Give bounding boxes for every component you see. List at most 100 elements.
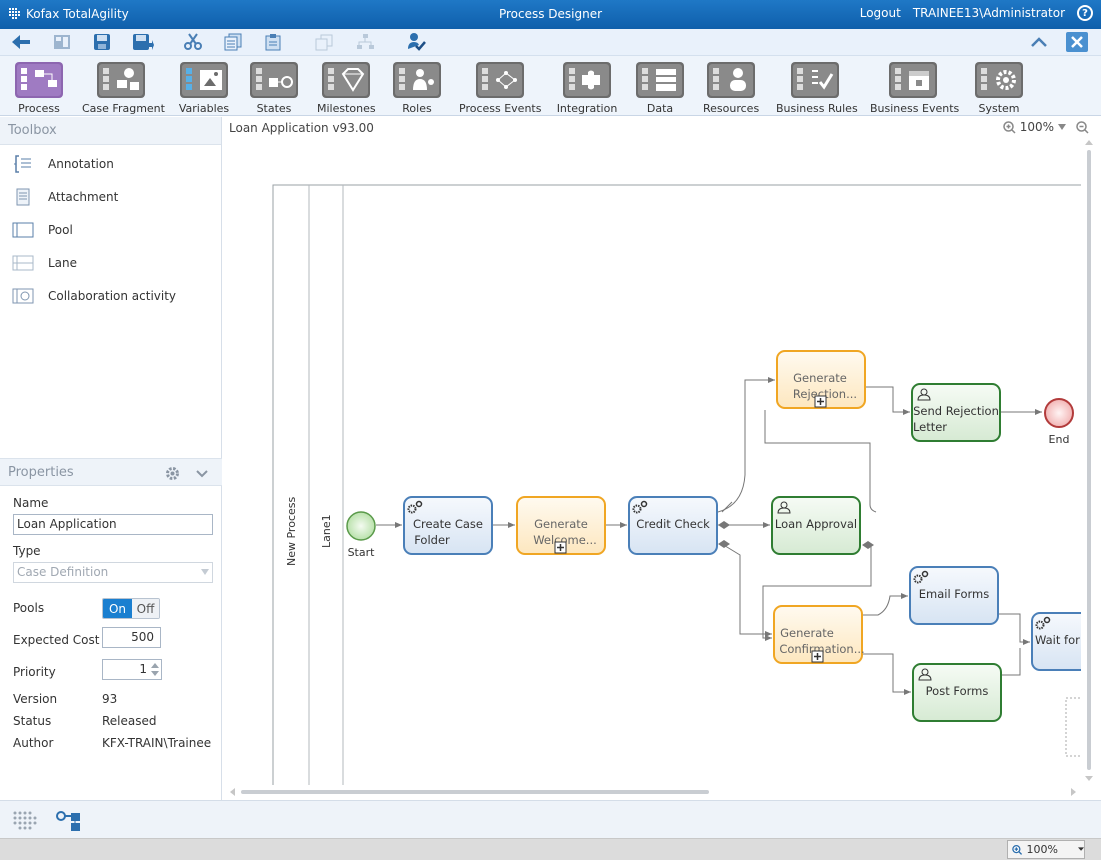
ribbon-label: Variables xyxy=(178,102,230,115)
node-label: Rejection... xyxy=(793,387,857,401)
ribbon-case-fragment[interactable]: Case Fragment xyxy=(82,62,165,115)
ribbon-integration[interactable]: Integration xyxy=(556,62,618,115)
type-select: Case Definition xyxy=(13,562,213,583)
node-label: Wait for xyxy=(1035,633,1080,647)
activity-credit-check[interactable]: Credit Check xyxy=(628,496,718,555)
toolbox-header: Toolbox xyxy=(0,117,221,145)
toolbox-item-label: Collaboration activity xyxy=(48,288,177,303)
lane-icon xyxy=(12,254,34,272)
ribbon-process-events[interactable]: Process Events xyxy=(459,62,541,115)
quick-toolbar xyxy=(0,29,1101,56)
zoom-out-icon[interactable] xyxy=(1076,120,1089,134)
lane-label: Lane1 xyxy=(320,514,333,548)
toolbox-item-attachment[interactable]: Attachment xyxy=(0,180,221,213)
activity-create-case-folder[interactable]: Create Case Folder xyxy=(403,496,493,555)
start-event[interactable]: Start xyxy=(346,511,376,559)
pools-label: Pools xyxy=(13,601,45,615)
pools-off[interactable]: Off xyxy=(131,599,159,618)
toolbox-item-label: Lane xyxy=(48,255,78,270)
dropdown-arrow-icon xyxy=(201,569,209,575)
ribbon-label: Process xyxy=(18,102,60,115)
status-bar: 100% xyxy=(0,838,1101,860)
logout-link[interactable]: Logout xyxy=(859,6,901,20)
gears-icon xyxy=(407,500,423,514)
cut-icon[interactable] xyxy=(182,32,204,52)
pools-on[interactable]: On xyxy=(103,599,132,618)
close-icon[interactable] xyxy=(1066,32,1088,52)
end-event[interactable]: End xyxy=(1044,398,1074,446)
activity-email-forms[interactable]: Email Forms xyxy=(909,566,999,625)
copy-icon[interactable] xyxy=(222,32,244,52)
node-label: Welcome... xyxy=(533,533,597,547)
activity-loan-approval[interactable]: Loan Approval xyxy=(771,496,861,555)
gears-icon xyxy=(632,500,648,514)
node-label: Generate xyxy=(780,626,834,640)
back-arrow-icon[interactable] xyxy=(10,32,32,52)
save-as-icon[interactable] xyxy=(132,32,154,52)
current-user: TRAINEE13\Administrator xyxy=(912,6,1065,20)
title-bar: Kofax TotalAgility Process Designer Logo… xyxy=(0,0,1101,29)
check-in-icon[interactable] xyxy=(405,32,427,52)
chevron-down-icon[interactable] xyxy=(195,469,209,479)
gears-icon xyxy=(1035,616,1051,630)
spin-arrows-icon[interactable] xyxy=(151,662,159,677)
process-canvas[interactable]: Loan Application v93.00 100% New Process xyxy=(223,117,1101,800)
horizontal-scrollbar[interactable] xyxy=(229,786,1079,796)
activity-generate-confirmation[interactable]: Generate Confirmation... xyxy=(773,605,865,664)
name-input[interactable]: Loan Application xyxy=(13,514,213,535)
ribbon-business-events[interactable]: Business Events xyxy=(870,62,959,115)
node-label: Generate xyxy=(534,517,588,531)
ribbon-data[interactable]: Data xyxy=(635,62,685,115)
expand-icon[interactable] xyxy=(554,541,567,554)
activity-send-rejection-letter[interactable]: Send Rejection Letter xyxy=(911,383,1001,442)
status-label: Status xyxy=(13,714,52,728)
node-label: Email Forms xyxy=(919,587,990,601)
toolbox-item-pool[interactable]: Pool xyxy=(0,213,221,246)
ribbon-label: Business Rules xyxy=(776,102,858,115)
toolbox-item-collaboration[interactable]: Collaboration activity xyxy=(0,279,221,312)
collapse-ribbon-icon[interactable] xyxy=(1028,32,1050,52)
ribbon-business-rules[interactable]: Business Rules xyxy=(776,62,858,115)
zoom-control[interactable]: 100% xyxy=(1002,120,1089,134)
expand-icon[interactable] xyxy=(814,395,827,408)
paste-icon[interactable] xyxy=(262,32,284,52)
status-zoom-control[interactable]: 100% xyxy=(1007,840,1085,859)
activity-wait-for[interactable]: Wait for xyxy=(1031,612,1081,671)
ribbon-resources[interactable]: Resources xyxy=(703,62,759,115)
activity-post-forms[interactable]: Post Forms xyxy=(912,663,1002,722)
start-label: Start xyxy=(348,546,376,559)
zoom-in-icon[interactable] xyxy=(1002,120,1016,134)
ribbon-system[interactable]: System xyxy=(974,62,1024,115)
gear-icon[interactable] xyxy=(165,466,180,481)
kofax-logo-icon[interactable] xyxy=(12,810,38,832)
ribbon-milestones[interactable]: Milestones xyxy=(317,62,376,115)
help-icon[interactable]: ? xyxy=(1077,5,1093,21)
activity-generate-welcome[interactable]: Generate Welcome... xyxy=(516,496,606,555)
ribbon-states[interactable]: States xyxy=(249,62,299,115)
toolbox-item-annotation[interactable]: Annotation xyxy=(0,147,221,180)
user-task-icon xyxy=(918,668,932,681)
annotation-icon xyxy=(12,154,34,173)
ribbon-process[interactable]: Process xyxy=(14,62,64,115)
brand-name: Kofax TotalAgility xyxy=(26,7,129,21)
toolbox-item-lane[interactable]: Lane xyxy=(0,246,221,279)
expected-cost-input[interactable]: 500 xyxy=(102,627,161,648)
pools-toggle[interactable]: On Off xyxy=(102,598,160,619)
vertical-scrollbar[interactable] xyxy=(1085,139,1093,787)
ribbon-label: Data xyxy=(646,102,674,115)
attachment-icon xyxy=(12,188,34,206)
ribbon-roles[interactable]: Roles xyxy=(393,62,441,115)
dropdown-arrow-icon[interactable] xyxy=(1077,847,1084,852)
expand-icon[interactable] xyxy=(811,650,824,663)
save-icon[interactable] xyxy=(91,32,113,52)
activity-generate-rejection[interactable]: Generate Rejection... xyxy=(776,350,866,409)
type-value: Case Definition xyxy=(17,565,109,579)
user-task-icon xyxy=(917,388,931,401)
node-label: Post Forms xyxy=(926,684,989,698)
ribbon-label: Integration xyxy=(556,102,618,115)
priority-stepper[interactable]: 1 xyxy=(102,659,162,680)
zoom-dropdown-icon[interactable] xyxy=(1058,123,1066,131)
process-map-icon[interactable] xyxy=(56,810,82,832)
pool[interactable]: New Process Lane1 xyxy=(272,184,1081,785)
ribbon-variables[interactable]: Variables xyxy=(178,62,230,115)
